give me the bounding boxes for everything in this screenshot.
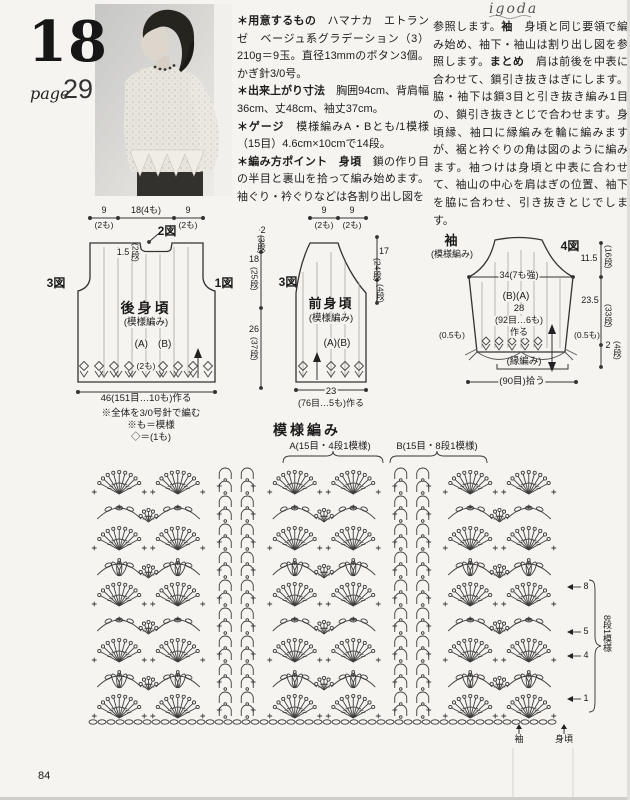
back-notch-depth: 1.5 (115, 247, 131, 258)
face (141, 24, 169, 60)
back-2mo-center: (2も) (135, 361, 157, 372)
instructions-col-1: ＊用意するもの ハマナカ エトランゼ ベージュ系グラデーション（3）210g＝9… (237, 15, 430, 203)
front-left-measure-2: 18 (247, 254, 261, 265)
front-width-9-right: 9 (349, 205, 355, 215)
neck (156, 56, 170, 70)
model-photo (95, 4, 232, 196)
back-width-9-left: 9 (101, 205, 107, 215)
chart-row-5: 5 (583, 626, 589, 636)
brand-logo: igoda (489, 1, 539, 17)
folio-number: 84 (38, 770, 51, 782)
back-bottom-measure: 46(151目…10も)作る (99, 393, 193, 405)
front-bottom-stitches: (76目…5も)作る (297, 398, 365, 408)
hair (142, 9, 195, 70)
chart-row-8: 8 (583, 581, 589, 591)
figure-2-ref: 2図 (157, 224, 177, 238)
sleeve-cast-on-2: 作る (508, 327, 530, 338)
front-2mo-right: (2も) (342, 220, 362, 230)
sleeve-title: 袖 (444, 233, 460, 248)
front-piece-subtitle: (模様編み) (307, 313, 355, 325)
page-word: page (30, 84, 70, 103)
sleeve-right-measure-1: 11.5 (580, 253, 598, 263)
chart-sleeve-start: 袖 (514, 734, 524, 744)
note-hook-size: ※全体を3/0号針で編む (101, 408, 201, 419)
figure-1-ref: 1図 (214, 276, 234, 290)
sleeve-cast-on: (92目…6も) (493, 315, 545, 326)
sleeve-half-mo-left: (0.5も) (439, 330, 465, 340)
lace-hem (130, 149, 204, 177)
back-pattern-ab: (A) (B) (133, 339, 173, 350)
front-right-rows-1: (24段) (372, 258, 383, 282)
front-left-rows-3: (37段) (249, 337, 260, 361)
front-bottom-width: 23 (324, 386, 338, 398)
chart-row-4: 4 (583, 650, 589, 660)
sleeve-right-rows-3: (4段) (612, 341, 623, 360)
front-left-rows-2: (25段) (249, 267, 260, 291)
figure-4-ref: 4図 (560, 239, 580, 253)
back-piece-title: 後身頃 (119, 300, 173, 317)
front-piece-title: 前身頃 (307, 296, 355, 312)
chart-row-1: 1 (583, 693, 589, 703)
front-2mo-left: (2も) (314, 220, 334, 230)
front-left-rows-1: (3段) (256, 235, 267, 254)
chart-bracket-b: B(15目・8段1模様) (396, 441, 478, 452)
sleeve-right-measure-2: 23.5 (581, 295, 599, 305)
sleeve-edge-label: (縁編み) (506, 356, 542, 367)
issue-number: 18 (28, 9, 108, 75)
sleeve-width-28: 28 (512, 303, 526, 315)
sleeve-right-measure-3: 2 (605, 340, 611, 350)
back-piece-subtitle: (模様編み) (122, 317, 170, 329)
note-diamond: ◇＝(1も) (130, 432, 172, 443)
front-left-measure-3: 26 (247, 324, 261, 335)
chart-bracket-a: A(15目・4段1模様) (289, 441, 371, 452)
instructions-col-2: 参照します。袖 身頃と同じ要領で編み始め、袖下・袖山は割り出し図を参照します。ま… (433, 21, 629, 227)
back-2mo-right: (2も) (178, 220, 198, 230)
sleeve-half-mo-right: (0.5も) (574, 330, 600, 340)
front-right-rows-2: (4段) (375, 284, 386, 303)
back-notch-rows: (2段) (130, 243, 141, 262)
back-width-18: 18(4も) (130, 205, 162, 215)
sleeve-pattern-ab: (B)(A) (501, 291, 531, 302)
stitch-chart-title: 模様編み (273, 422, 341, 438)
chart-repeat-label: 8段1模様 (602, 615, 612, 653)
page-reference: 29 (63, 74, 94, 104)
front-left-measure-1: 2 (259, 225, 267, 236)
front-pattern-ab: (A)(B) (322, 338, 352, 349)
back-width-9-right: 9 (185, 205, 191, 215)
note-mo-pattern: ※も＝模様 (127, 420, 175, 431)
necklace (153, 64, 176, 71)
sleeve-top-measure: 34(7も強) (498, 270, 540, 281)
front-right-measure-1: 17 (377, 246, 391, 257)
front-width-9-left: 9 (321, 205, 327, 215)
sleeve-right-rows-1: (16段) (603, 245, 614, 269)
sleeve-pickup-label: (90目)拾う (498, 376, 546, 388)
figure-3-ref-front: 3図 (278, 275, 298, 289)
back-2mo-left: (2も) (94, 220, 114, 230)
sleeve-right-rows-2: (33段) (603, 304, 614, 328)
sleeve-subtitle: (模様編み) (431, 249, 473, 259)
chart-body-start: 身頃 (554, 734, 574, 744)
figure-3-ref-back: 3図 (46, 276, 66, 290)
